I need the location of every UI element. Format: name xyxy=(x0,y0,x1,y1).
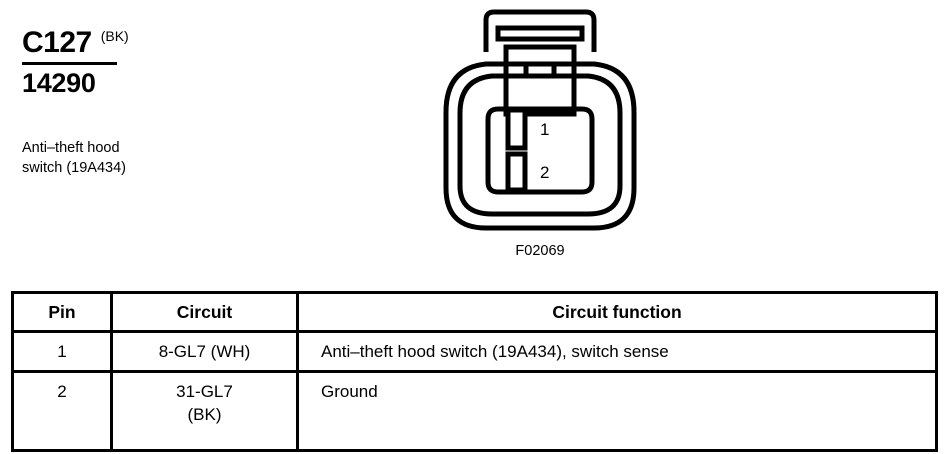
connector-outline-group xyxy=(443,9,637,231)
pin-slot-2 xyxy=(505,151,528,193)
column-header-pin: Pin xyxy=(11,291,113,333)
pin-marker-2: 2 xyxy=(540,163,549,182)
latch-inner-body-path xyxy=(503,44,577,117)
column-header-circuit-function: Circuit function xyxy=(296,291,938,333)
table-body: 1 8-GL7 (WH) Anti–theft hood switch (19A… xyxy=(11,330,938,452)
cell-circuit: 8-GL7 (WH) xyxy=(110,330,299,373)
connector-illustration: 1 2 xyxy=(430,2,650,272)
pin-block-path xyxy=(485,106,595,195)
description-line-2: switch (19A434) xyxy=(22,160,126,176)
description-line-1: Anti–theft hood xyxy=(22,140,120,156)
circuit-line-1: 8-GL7 (WH) xyxy=(158,342,251,361)
pin-slot-1 xyxy=(505,107,528,151)
cell-circuit: 31-GL7 (BK) xyxy=(110,370,299,452)
circuit-line-1: 31-GL7 xyxy=(176,382,233,401)
connector-face-view-svg: 1 2 xyxy=(443,9,637,231)
latch-notch-step-path xyxy=(492,61,588,79)
connector-part-number: 14290 xyxy=(22,68,96,98)
table-row: 2 31-GL7 (BK) Ground xyxy=(11,370,938,452)
column-header-circuit: Circuit xyxy=(110,291,299,333)
connector-color-code: (BK) xyxy=(100,28,129,44)
table-row: 1 8-GL7 (WH) Anti–theft hood switch (19A… xyxy=(11,330,938,373)
cell-pin-number: 2 xyxy=(11,370,113,452)
connector-outer-shell-path xyxy=(443,61,637,231)
circuit-line-2: (BK) xyxy=(187,405,222,424)
connector-inner-shell-path xyxy=(457,73,623,217)
connector-id-block: C127 (BK) 14290 xyxy=(22,26,212,98)
connector-description: Anti–theft hood switch (19A434) xyxy=(22,138,222,178)
pin-marker-1: 1 xyxy=(540,120,549,139)
table-header: Pin Circuit Circuit function xyxy=(11,291,938,333)
cell-circuit-function: Ground xyxy=(296,370,938,452)
cell-circuit-function: Anti–theft hood switch (19A434), switch … xyxy=(296,330,938,373)
table-header-row: Pin Circuit Circuit function xyxy=(11,291,938,333)
connector-id-row: C127 (BK) xyxy=(22,26,212,60)
latch-cap-path xyxy=(483,9,597,52)
connector-figure-code: F02069 xyxy=(515,243,565,259)
cell-pin-number: 1 xyxy=(11,330,113,373)
latch-bar-strip xyxy=(495,25,585,42)
pin-assignment-table: Pin Circuit Circuit function 1 8-GL7 (WH… xyxy=(11,291,938,452)
connector-id-code: C127 xyxy=(22,26,92,59)
id-divider-rule xyxy=(22,62,117,65)
